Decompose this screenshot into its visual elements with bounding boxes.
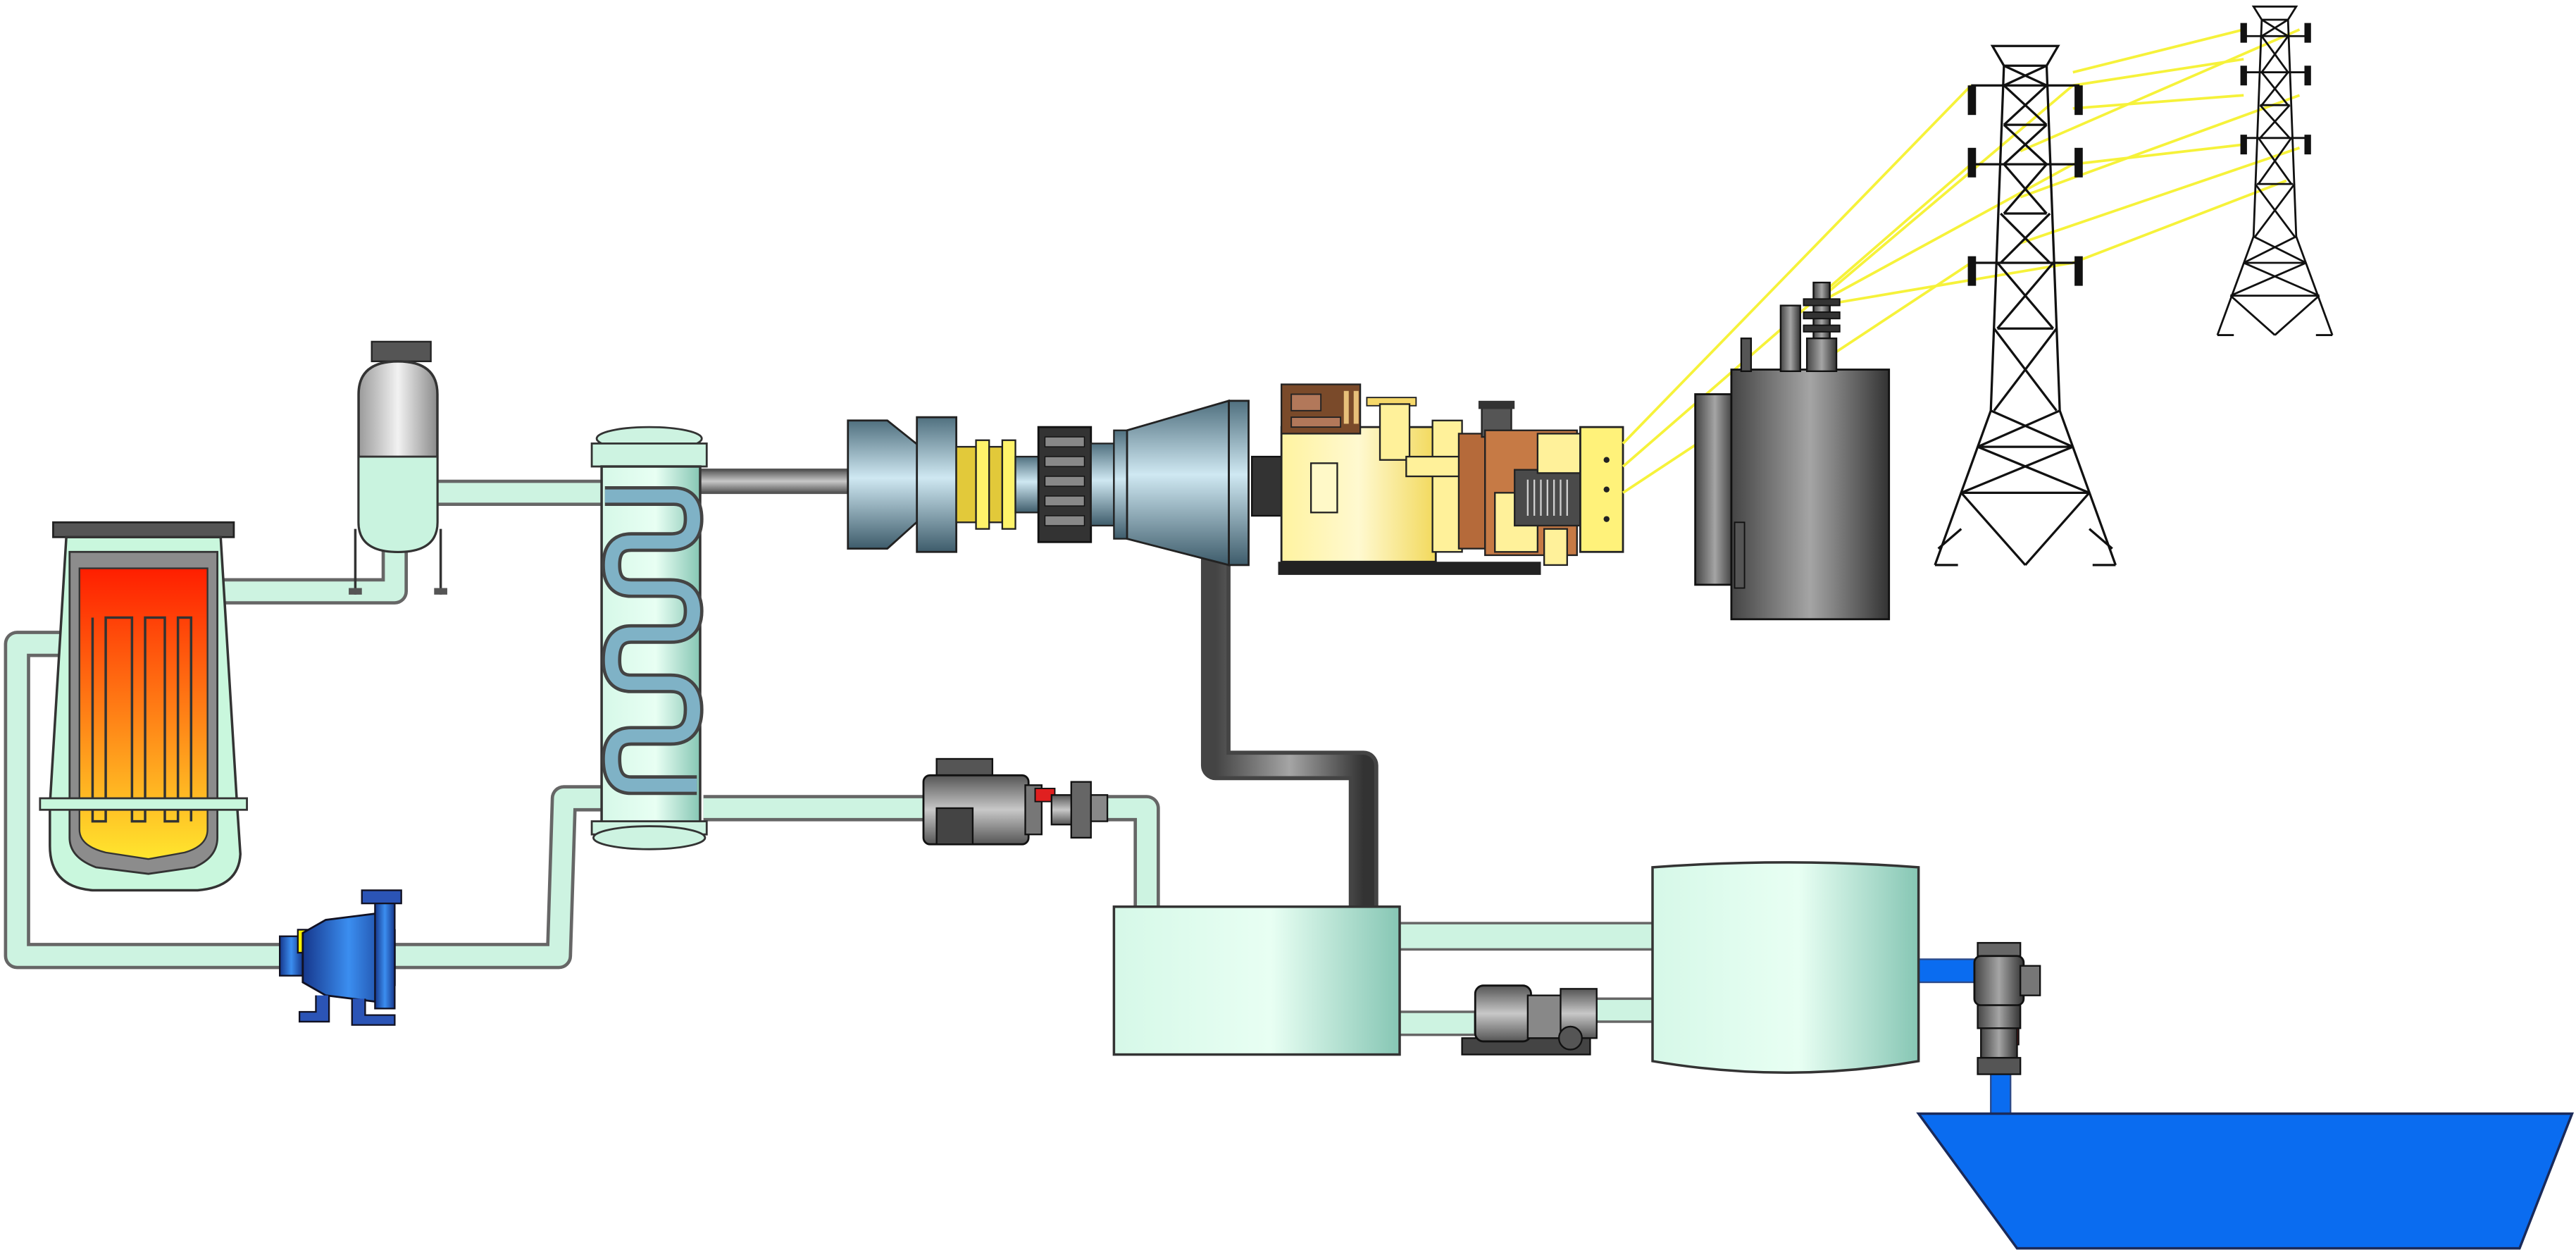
step-up-transformer bbox=[1694, 281, 1891, 621]
pressurizer bbox=[349, 340, 447, 595]
steam-turbine bbox=[847, 399, 1250, 567]
primary-loop-pipes bbox=[4, 479, 618, 970]
tower-insulators-far bbox=[2240, 23, 2311, 155]
condenser bbox=[1112, 905, 1401, 1056]
exhaust-steam-pipe bbox=[1200, 552, 1379, 914]
transmission-tower-far bbox=[2216, 5, 2334, 336]
generator-grille bbox=[1526, 479, 1568, 516]
circulating-pump bbox=[1461, 984, 1598, 1056]
transmission-tower-near bbox=[1934, 44, 2117, 567]
turbine-coupling bbox=[955, 439, 1016, 530]
cooling-tank bbox=[1651, 861, 1920, 1074]
generator bbox=[1251, 383, 1624, 575]
steam-generator bbox=[590, 426, 708, 850]
turbine-blades bbox=[1044, 436, 1085, 526]
cooling-water-reservoir bbox=[1916, 1112, 2575, 1250]
reactor-vessel bbox=[39, 521, 248, 892]
transformer-bushing bbox=[1803, 298, 1841, 333]
intake-pump bbox=[1973, 941, 2041, 1075]
tower-insulators-near bbox=[1967, 85, 2083, 286]
control-rods bbox=[91, 616, 193, 823]
main-steam-line bbox=[697, 468, 856, 495]
feedwater-pipes bbox=[703, 795, 1160, 914]
feedwater-pump bbox=[922, 757, 1109, 846]
reactor-coolant-pump bbox=[279, 889, 402, 1026]
